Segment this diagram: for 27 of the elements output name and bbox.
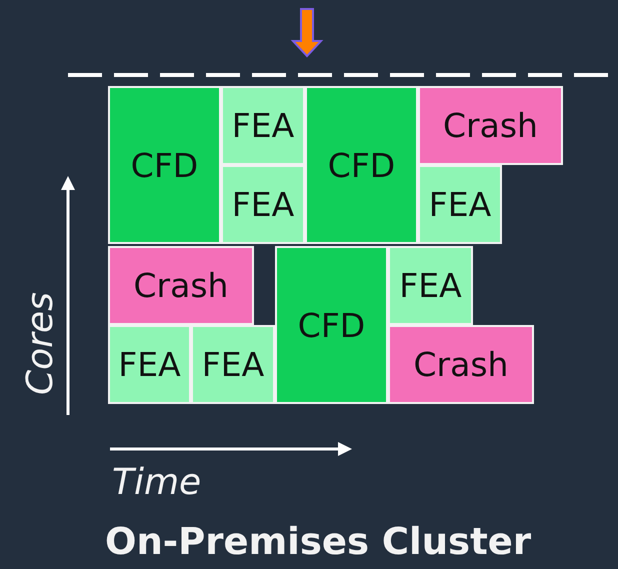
job-block xyxy=(191,325,275,404)
caption: On-Premises Cluster xyxy=(105,520,532,563)
job-label: FEA xyxy=(399,266,462,305)
job-label: CFD xyxy=(328,146,396,184)
job-block xyxy=(418,165,502,244)
axis-label: Time xyxy=(112,462,202,503)
job-block xyxy=(221,86,305,165)
job-label: FEA xyxy=(232,106,294,145)
job-label: FEA xyxy=(232,185,294,224)
job-label: FEA xyxy=(118,345,181,384)
job-label: CFD xyxy=(298,306,366,344)
job-label: Crash xyxy=(134,266,228,305)
job-block xyxy=(108,246,254,325)
job-block xyxy=(305,86,418,244)
job-label: Crash xyxy=(414,345,508,384)
job-label: CFD xyxy=(130,146,198,184)
job-block xyxy=(108,86,221,244)
job-block xyxy=(275,246,388,404)
job-block xyxy=(221,165,305,244)
job-label: FEA xyxy=(428,185,492,224)
axis-label: Cores xyxy=(20,292,61,395)
job-label: Crash xyxy=(443,106,538,145)
job-block xyxy=(388,325,534,404)
job-block xyxy=(108,325,191,404)
job-block xyxy=(418,86,563,165)
job-block xyxy=(388,246,473,325)
job-label: FEA xyxy=(202,345,264,384)
